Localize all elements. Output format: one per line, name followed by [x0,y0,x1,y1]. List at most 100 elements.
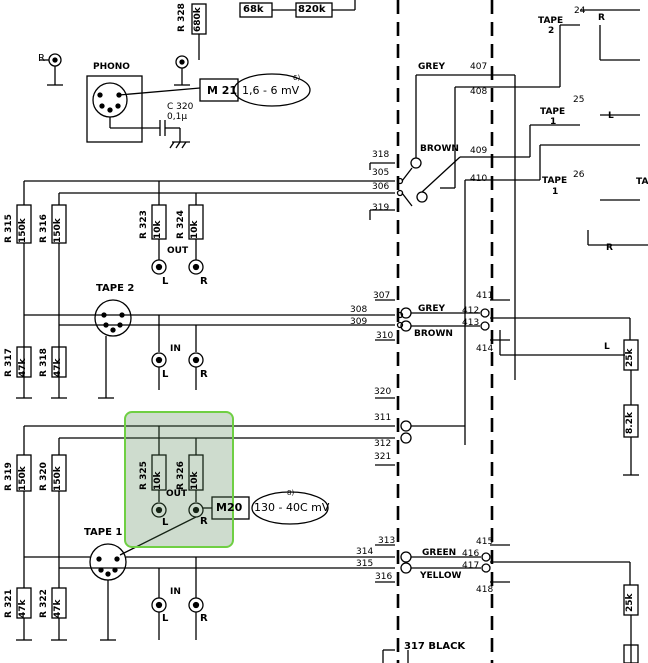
node-310: 310 [376,331,394,341]
node-312: 312 [374,439,392,449]
m21-note: 6) [293,74,301,82]
node-314: 314 [356,547,374,557]
r322-ref: R 322 [39,589,49,618]
node-318: 318 [372,150,390,160]
r317-ref: R 317 [4,348,14,377]
m20-value: 130 - 40C mV [254,501,330,514]
grey-mid: GREY [418,304,445,314]
r-in-lower: R [200,613,208,624]
node-418: 418 [476,585,494,595]
node-305: 305 [372,168,390,178]
m21-value: 1,6 - 6 mV [242,84,300,97]
tape1-right: TAPE [540,107,566,117]
r-upper: R [200,276,208,287]
r323-val: 10k [153,220,163,239]
node-417: 417 [462,561,480,571]
yellow-label: YELLOW [420,571,462,581]
c320-label: C 320 [167,102,194,112]
r315-val: 150k [18,218,28,243]
node-416: 416 [462,549,480,559]
node-319: 319 [372,203,390,213]
green-label: GREEN [422,548,457,558]
r328-ref: R 328 [177,3,187,32]
node-308: 308 [350,305,368,315]
right-25k-lower: 25k [625,593,635,612]
m21-label: M 21 [207,84,238,97]
out-lower: OUT [166,489,188,499]
node-407: 407 [470,62,488,72]
tape1b-right-num: 1 [552,187,559,197]
node-320: 320 [374,387,392,397]
r328-val: 680k [193,7,203,32]
ta-label: TA [636,177,648,187]
grey-upper: GREY [418,62,445,72]
l-in-upper: L [162,369,169,380]
node-413: 413 [462,318,480,328]
r-right-mid: R [606,243,613,253]
brown-mid: BROWN [414,329,453,339]
node-321: 321 [374,452,392,462]
tape2-right-num: 2 [548,26,555,36]
r319-val: 150k [18,466,28,491]
r319-ref: R 319 [4,462,14,491]
node-412: 412 [462,306,480,316]
l-lower: L [162,517,169,528]
highlight-box [124,411,234,548]
l-right-mid: L [604,342,610,352]
m20-note: 8) [287,489,295,497]
r314-val: 820k [298,4,326,15]
r325-val: 10k [153,471,163,490]
node-408: 408 [470,87,488,97]
node-315: 315 [356,559,374,569]
r310-val: 68k [243,4,264,15]
node-409: 409 [470,146,488,156]
tape2-right: TAPE [538,16,564,26]
r322-val: 47k [53,599,63,618]
r325-ref: R 325 [139,461,149,490]
r318-ref: R 318 [39,348,49,377]
node-24: 24 [574,6,586,16]
tape1-label: TAPE 1 [84,527,123,538]
phono-label: PHONO [93,62,130,72]
r326-val: 10k [190,471,200,490]
r320-ref: R 320 [39,462,49,491]
right-25k-upper: 25k [625,348,635,367]
node-414: 414 [476,344,494,354]
black-label: 317 BLACK [404,641,466,652]
node-316: 316 [375,572,393,582]
node-411: 411 [476,291,494,301]
r316-val: 150k [53,218,63,243]
l-upper: L [162,276,169,287]
r318-val: 47k [53,358,63,377]
r-right-top: R [598,13,605,23]
r324-val: 10k [190,220,200,239]
node-25: 25 [573,95,585,105]
c320-value: 0,1µ [167,112,188,122]
r317-val: 47k [18,358,28,377]
tape1-right-num: 1 [550,117,557,127]
in-upper: IN [170,344,181,354]
m20-label: M20 [216,501,243,514]
r-lower: R [200,516,208,527]
tape2-label: TAPE 2 [96,283,135,294]
r316-ref: R 316 [39,214,49,243]
r324-ref: R 324 [176,210,186,239]
node-26: 26 [573,170,585,180]
brown-upper: BROWN [420,144,459,154]
node-410: 410 [470,174,488,184]
r315-ref: R 315 [4,214,14,243]
node-306: 306 [372,182,390,192]
l-right-top: L [608,111,614,121]
r323-ref: R 323 [139,210,149,239]
node-309: 309 [350,317,368,327]
right-8k2: 8.2k [625,412,635,434]
r326-ref: R 326 [176,461,186,490]
r-label: R [38,53,45,64]
out-upper: OUT [167,246,189,256]
node-311: 311 [374,413,392,423]
r321-val: 47k [18,599,28,618]
node-415: 415 [476,537,494,547]
node-313: 313 [378,536,396,546]
r-in-upper: R [200,369,208,380]
